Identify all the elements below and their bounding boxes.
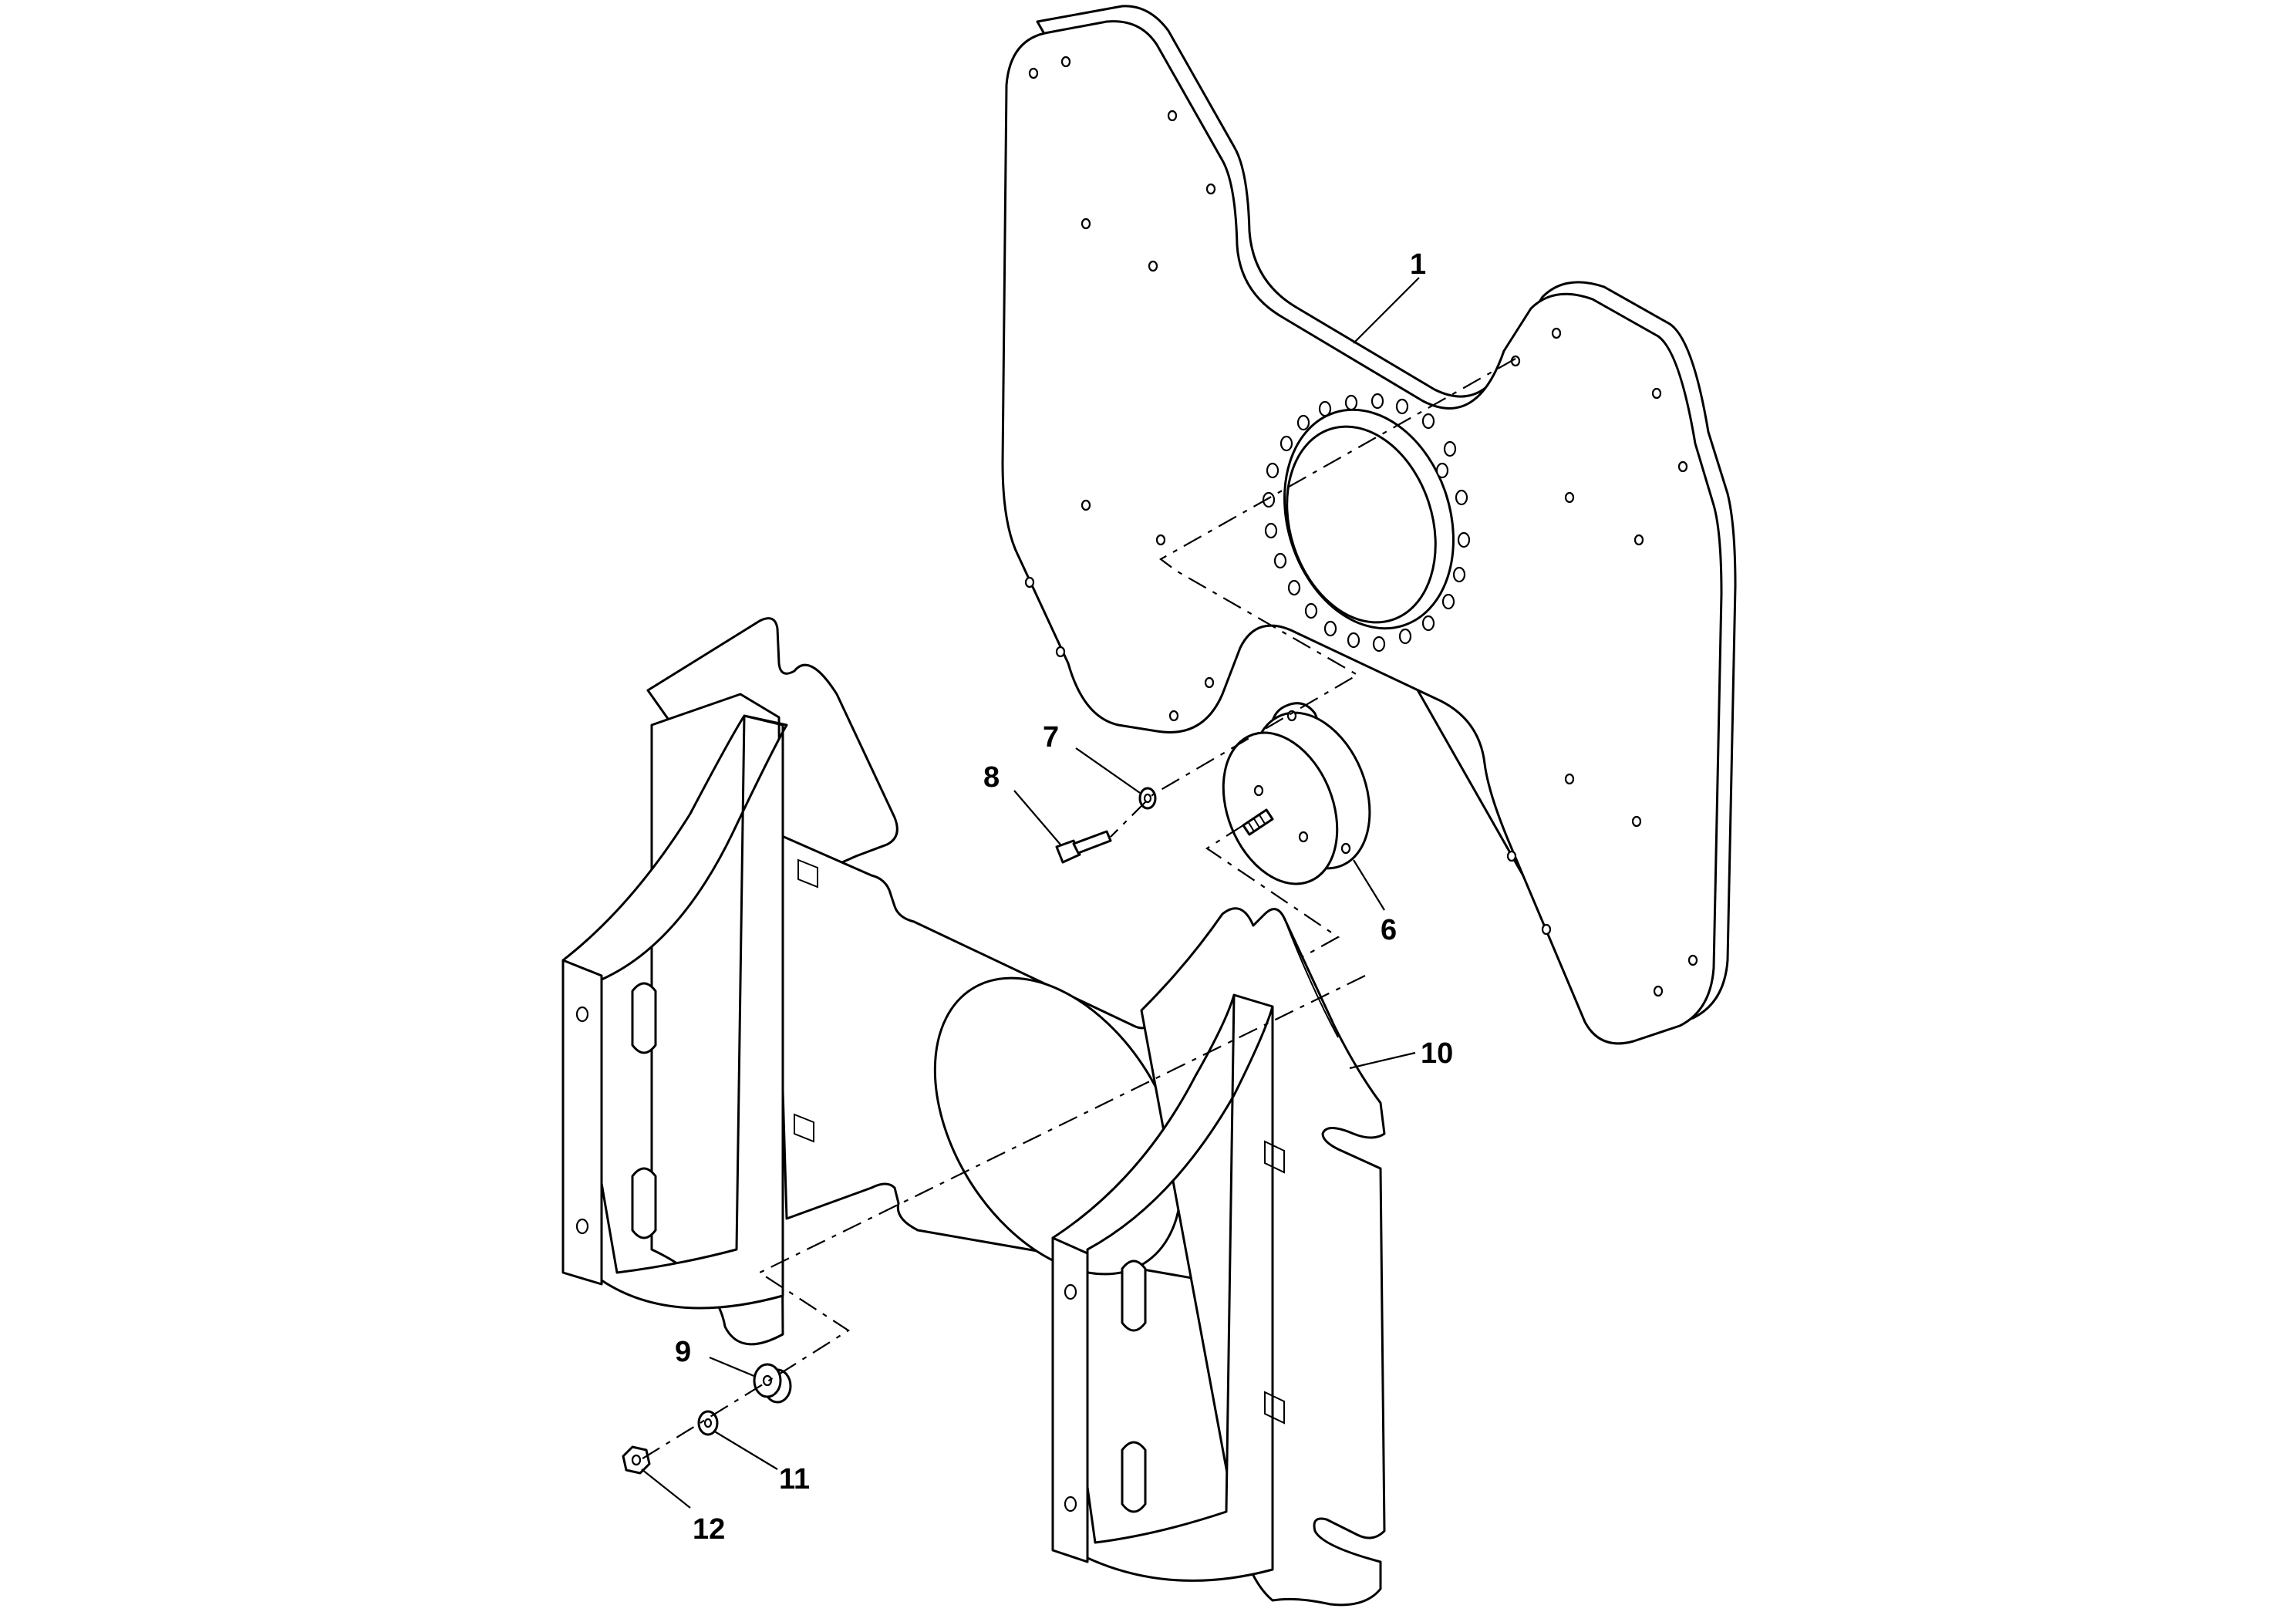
frame-right-front-face	[1051, 1236, 1089, 1563]
frame-slots	[631, 858, 1285, 1513]
bolt-circle-holes	[1262, 393, 1471, 653]
callout-9: 9	[675, 1336, 691, 1368]
isolator-hole	[1298, 831, 1309, 843]
frame-face-holes	[575, 1006, 1077, 1512]
isolator-hole	[1253, 784, 1264, 797]
leader-6	[1353, 859, 1385, 911]
leader-12	[641, 1469, 691, 1509]
leader-9	[709, 1356, 757, 1378]
callout-labels: 1 6 7 8 9 10 11 12	[675, 248, 1453, 1546]
leader-8	[1013, 790, 1061, 845]
leader-10	[1349, 1051, 1416, 1070]
mounting-plate-bore-inner	[1286, 425, 1437, 624]
isolator-stud-thread	[1247, 813, 1266, 832]
leader-lines	[641, 277, 1420, 1509]
callout-6: 6	[1381, 914, 1397, 946]
isolator-mount-part-6	[1222, 702, 1371, 885]
isolator-body-front	[1222, 731, 1339, 885]
callout-12: 12	[693, 1513, 725, 1546]
bolt-part-8	[1055, 830, 1112, 864]
callout-10: 10	[1421, 1037, 1453, 1070]
alignment-lines	[639, 358, 1516, 1461]
leader-11	[713, 1430, 778, 1470]
frame-left-front-face	[561, 959, 603, 1286]
washer-part-11	[697, 1410, 719, 1436]
plate-mounting-holes	[1024, 56, 1698, 997]
callout-7: 7	[1043, 721, 1059, 754]
leader-7	[1075, 747, 1141, 794]
callout-8: 8	[983, 761, 1000, 794]
frame-right-rear-plate-edge	[1283, 917, 1385, 1532]
spacer-part-9	[753, 1363, 792, 1404]
mounting-plate-part-1	[1001, 5, 1737, 1045]
nut-part-12	[622, 1445, 651, 1475]
support-frame-part-10	[561, 617, 1386, 1607]
frame-left-front-upright	[561, 714, 788, 1310]
isolator-flange-hole	[1340, 842, 1351, 855]
callout-11: 11	[779, 1463, 810, 1496]
leader-1	[1353, 277, 1420, 344]
callout-1: 1	[1410, 248, 1426, 281]
frame-right-front-upright	[1051, 993, 1274, 1582]
